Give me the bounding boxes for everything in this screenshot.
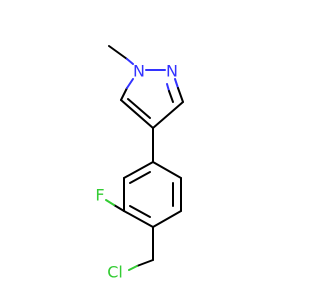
bond-b6-b1-inner	[129, 171, 151, 184]
bond-c5-n1-hetero	[126, 78, 134, 89]
bond-methyl-n1	[108, 45, 128, 60]
bond-ch2-cl	[136, 259, 154, 267]
bond-b3-b4	[152, 210, 182, 228]
bond-n2-c3-inner-a	[166, 83, 170, 92]
bond-b5-f-hetero	[105, 199, 115, 206]
bond-c3-c4	[152, 101, 184, 129]
molecule-canvas: N N F Cl	[95, 45, 184, 282]
bond-methyl-n1-hetero	[126, 58, 134, 65]
bond-b1-b2	[152, 161, 182, 179]
atom-cl-label: Cl	[107, 263, 123, 282]
bond-c4-c5-inner	[127, 98, 151, 119]
atom-n1-label: N	[133, 62, 145, 81]
bond-n2-c3-a	[174, 78, 179, 89]
bond-b4-b5-inner	[129, 205, 151, 218]
bond-c5-n1	[120, 87, 128, 101]
bond-b6-b1	[123, 161, 154, 179]
bond-c4-c5	[120, 99, 154, 129]
bond-n2-c3-b	[177, 87, 184, 103]
bond-b4-b5	[123, 210, 154, 228]
bond-ch2-cl-hetero	[128, 265, 138, 271]
molecule-structure: N N F Cl	[95, 45, 184, 282]
bond-n2-c3-inner-b	[168, 90, 174, 103]
bond-b5-f	[113, 204, 125, 212]
atom-n2-label: N	[166, 62, 178, 81]
atom-f-label: F	[95, 186, 104, 205]
